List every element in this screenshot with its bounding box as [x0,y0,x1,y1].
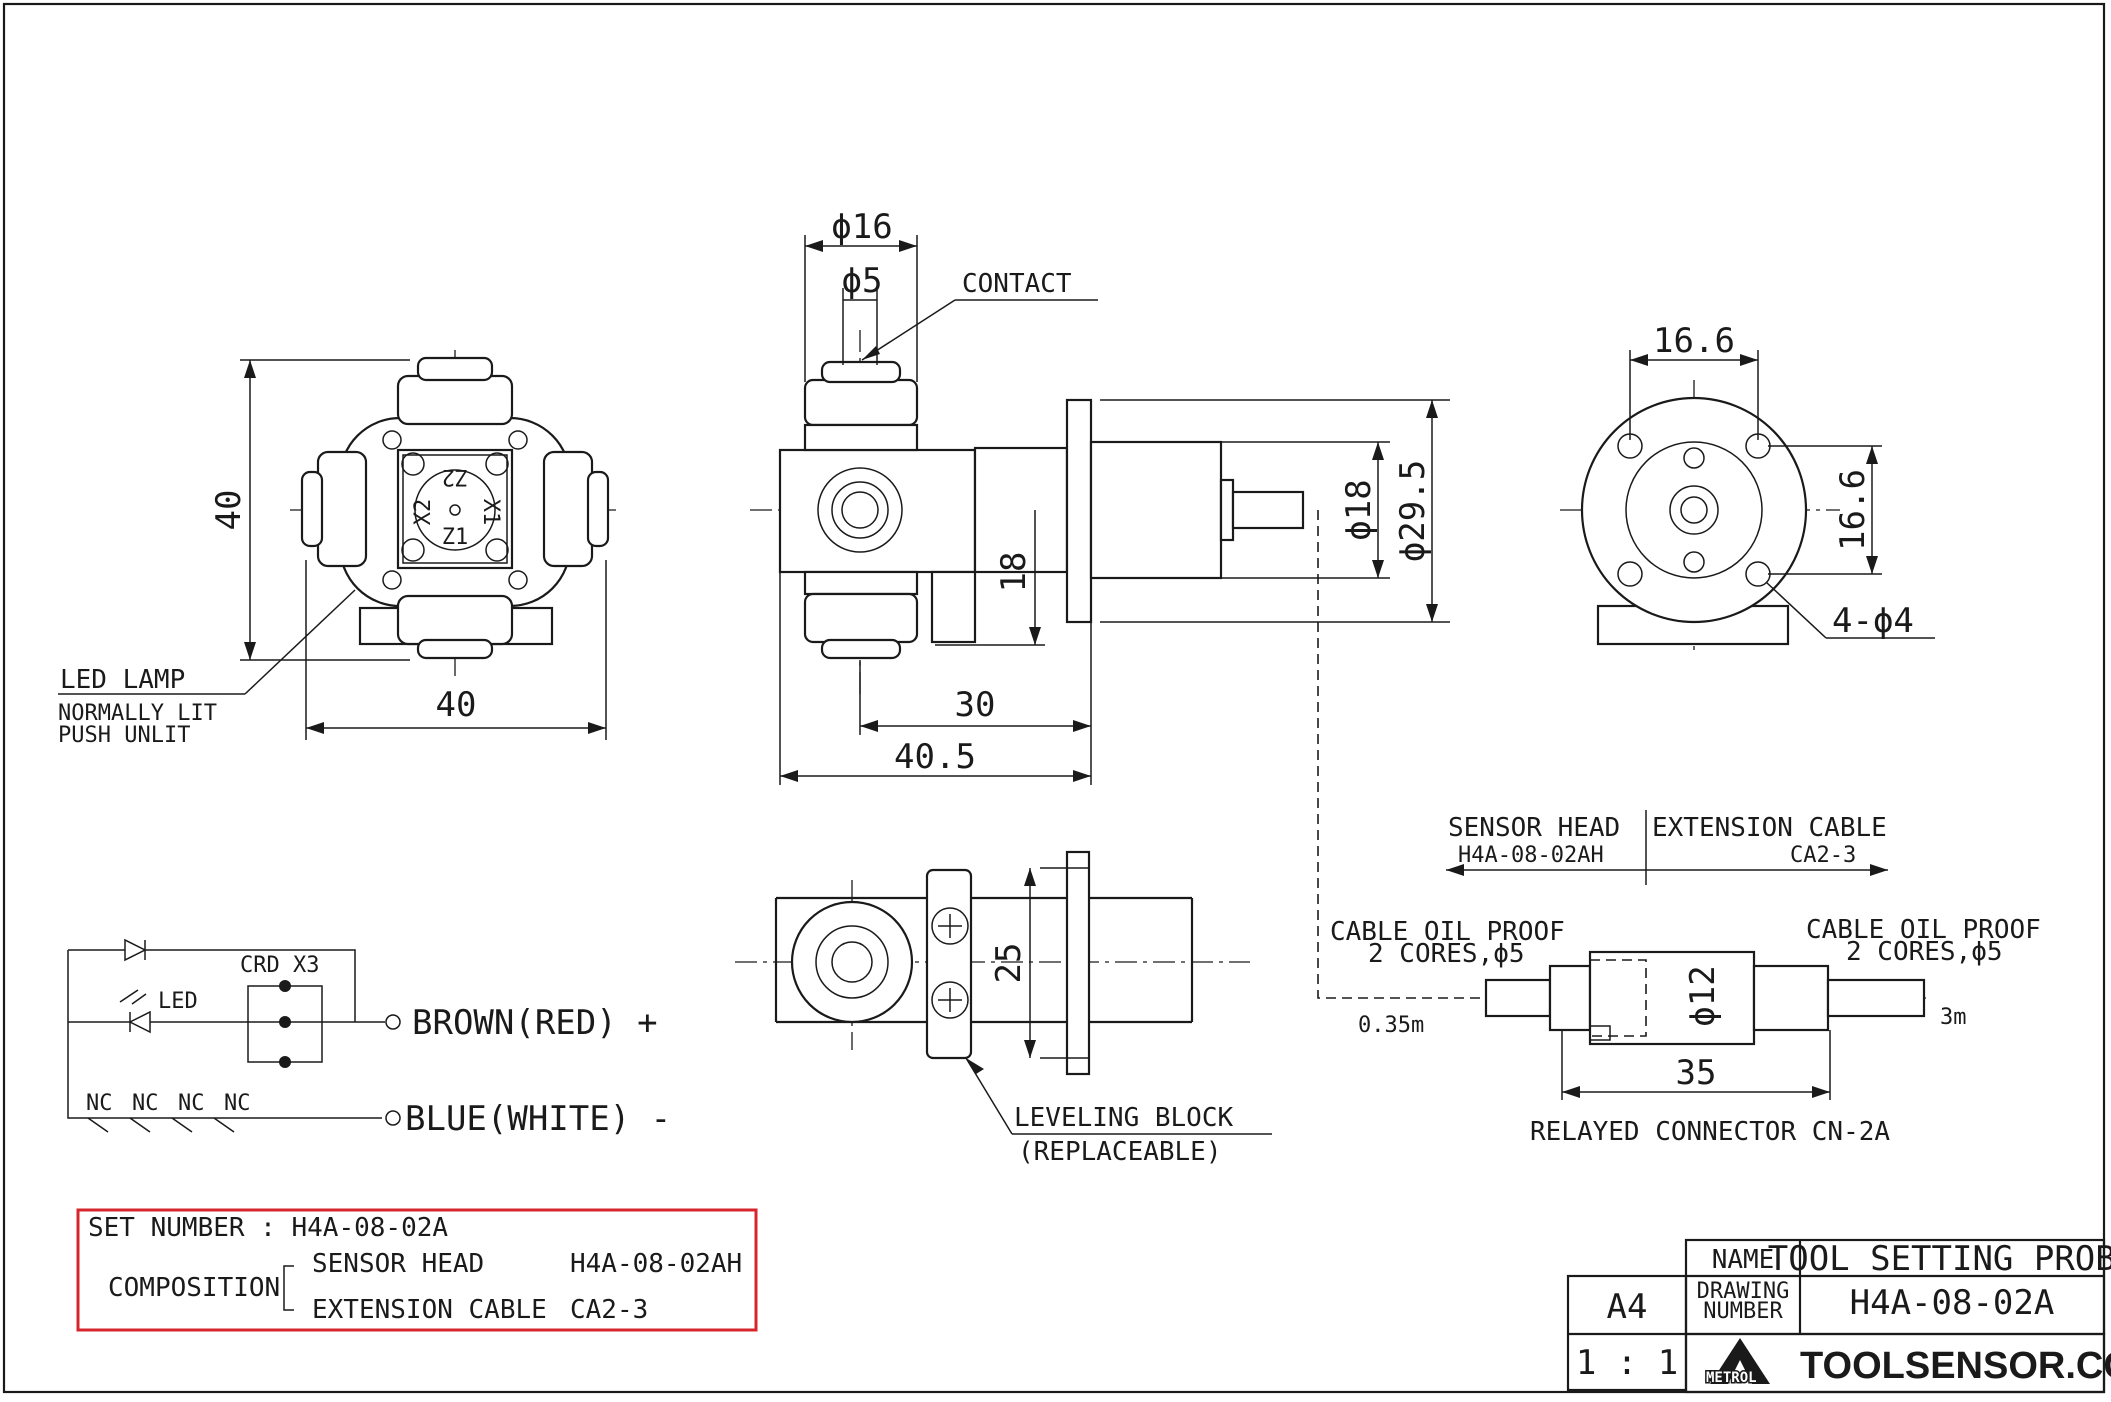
left-cable-spec-2: 2 CORES,ϕ5 [1368,939,1525,969]
composition-item-1-name: SENSOR HEAD [312,1249,484,1279]
metrol-logo: METROL [1705,1338,1770,1388]
side-phi16-dimension: ϕ16 [831,207,892,247]
sensor-head-number: H4A-08-02AH [1458,843,1604,868]
nc-label-4: NC [224,1091,251,1116]
end-16-6-horizontal-dimension: 16.6 [1653,321,1735,361]
axis-x2-label: X2 [411,499,436,526]
axis-x1-label: X1 [478,499,503,526]
sheet-size: A4 [1607,1287,1648,1327]
extension-cable-number: CA2-3 [1790,843,1856,868]
composition-item-1-code: H4A-08-02AH [570,1249,742,1279]
drawing-scale: 1 : 1 [1576,1343,1678,1383]
contact-label: CONTACT [962,269,1072,299]
composition-label: COMPOSITION [108,1273,280,1303]
right-cable-spec-2: 2 CORES,ϕ5 [1846,937,2003,967]
led-symbol-label: LED [158,989,198,1014]
crd-label: CRD X3 [240,953,319,978]
composition-item-2-code: CA2-3 [570,1295,648,1325]
side-phi18-dimension: ϕ18 [1339,479,1379,540]
front-view: Z2 Z1 X2 X1 40 40 LED LAMP NORMALLY LIT … [58,350,620,748]
sensor-head-label: SENSOR HEAD [1448,813,1620,843]
side-30-dimension: 30 [955,685,996,725]
name-label: NAME [1712,1245,1775,1275]
end-holes-label: 4-ϕ4 [1832,601,1914,641]
front-height-dimension: 40 [209,490,249,531]
side-phi29-5-dimension: ϕ29.5 [1393,460,1433,562]
nc-label-1: NC [86,1091,113,1116]
connector-35-dimension: 35 [1676,1053,1717,1093]
side-view: ϕ16 ϕ5 CONTACT 18 ϕ18 ϕ29.5 [750,207,1486,999]
extension-cable-label: EXTENSION CABLE [1652,813,1887,843]
brown-wire-label: BROWN(RED) + [412,1003,658,1043]
led-note-push-unlit: PUSH UNLIT [58,723,190,748]
side-18-dimension: 18 [994,552,1034,593]
blue-wire-label: BLUE(WHITE) - [405,1099,671,1139]
title-block: A4 1 : 1 NAME TOOL SETTING PROBE DRAWING… [1566,1238,2111,1394]
side-40-5-dimension: 40.5 [894,737,976,777]
top-25-dimension: 25 [989,943,1029,984]
nc-label-2: NC [132,1091,159,1116]
wiring-diagram: LED CRD X3 BROWN(RED) + BLUE(WHITE) - NC… [67,938,671,1139]
right-cable-spec-1: CABLE OIL PROOF [1806,915,2041,945]
set-number-label: SET NUMBER : H4A-08-02A [88,1213,448,1243]
top-view: 25 LEVELING BLOCK (REPLACEABLE) [735,850,1272,1167]
axis-z1-label: Z1 [442,525,469,550]
drawing-number: H4A-08-02A [1850,1283,2055,1323]
front-width-dimension: 40 [436,685,477,725]
right-cable-length: 3m [1940,1005,1967,1030]
led-lamp-label: LED LAMP [60,665,185,695]
led-note-normally-lit: NORMALLY LIT [58,701,217,726]
leveling-block-note: (REPLACEABLE) [1018,1137,1222,1167]
left-cable-spec-1: CABLE OIL PROOF [1330,917,1565,947]
left-cable-length: 0.35m [1358,1013,1424,1038]
set-number-box: SET NUMBER : H4A-08-02A COMPOSITION SENS… [76,1208,758,1332]
drawing-number-label-2: NUMBER [1703,1299,1783,1324]
relayed-connector-label: RELAYED CONNECTOR CN-2A [1530,1117,1890,1147]
end-view: 16.6 16.6 4-ϕ4 [1560,321,1935,650]
site-text: TOOLSENSOR.COM [1800,1345,2111,1387]
connector-phi12-dimension: ϕ12 [1683,965,1723,1026]
cable-assembly: SENSOR HEAD H4A-08-02AH EXTENSION CABLE … [1330,810,2041,1147]
axis-z2-label: Z2 [442,464,469,489]
end-16-6-vertical-dimension: 16.6 [1833,469,1873,551]
drawing-name: TOOL SETTING PROBE [1768,1239,2111,1279]
drawing-number-label-1: DRAWING [1697,1279,1790,1304]
composition-item-2-name: EXTENSION CABLE [312,1295,547,1325]
side-phi5-dimension: ϕ5 [842,261,883,301]
metrol-logo-text: METROL [1706,1370,1757,1386]
nc-label-3: NC [178,1091,205,1116]
leveling-block-label: LEVELING BLOCK [1014,1103,1233,1133]
